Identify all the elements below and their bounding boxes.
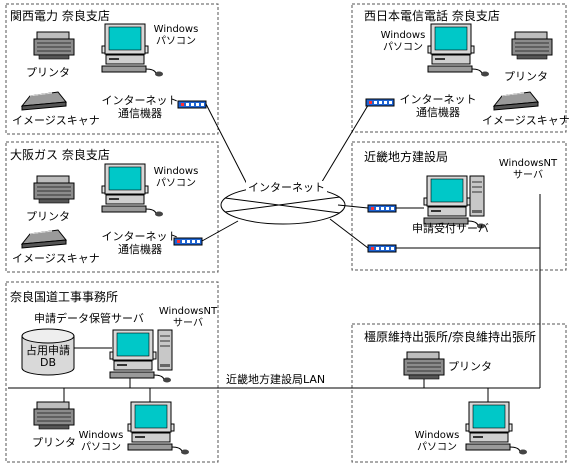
ntt-router-label-1: インターネット <box>399 93 477 106</box>
kepco-pc-label-2: パソコン <box>156 36 196 47</box>
nara-server-label-2: サーバ <box>173 318 203 329</box>
nara-storage-server-label: 申請データ保管サーバ <box>34 312 144 325</box>
kinki-router-icon-2 <box>367 244 397 253</box>
kashihara-pc-label-1: Windows <box>414 430 460 441</box>
osaka-printer-label: プリンタ <box>26 210 70 223</box>
ntt-scanner-label: イメージスキャナ <box>482 114 570 127</box>
nara-pc-label-1: Windows <box>78 430 124 441</box>
osaka-site-title: 大阪ガス 奈良支店 <box>10 148 110 162</box>
site-box-osaka-gas <box>5 141 219 273</box>
osaka-pc-label-1: Windows <box>153 166 199 177</box>
kinki-site-title: 近畿地方建設局 <box>364 150 449 164</box>
osaka-printer-icon <box>33 175 75 204</box>
ntt-pc-label-2: パソコン <box>383 42 423 53</box>
site-box-nara-office <box>5 281 219 463</box>
ntt-router-icon <box>365 98 395 107</box>
kepco-site-title: 関西電力 奈良支店 <box>10 9 110 23</box>
osaka-router-label-2: 通信機器 <box>118 243 162 256</box>
nara-server-label-1: WindowsNT <box>158 306 218 317</box>
osaka-router-label-1: インターネット <box>101 230 179 243</box>
link-kinki-internet-2 <box>329 218 369 249</box>
kashihara-printer-icon <box>403 351 445 380</box>
nara-site-title: 奈良国道工事事務所 <box>10 290 119 304</box>
kepco-router-label-1: インターネット <box>101 94 179 107</box>
lan-label: 近畿地方建設局LAN <box>226 373 326 386</box>
kepco-printer-label: プリンタ <box>26 66 70 79</box>
ntt-router-label-2: 通信機器 <box>416 106 460 119</box>
db-label-1: 占用申請 <box>26 344 70 357</box>
ntt-scanner-icon <box>493 91 539 111</box>
ntt-printer-icon <box>511 31 553 60</box>
kepco-router-label-2: 通信機器 <box>118 107 162 120</box>
kashihara-printer-label: プリンタ <box>448 360 492 373</box>
kepco-pc-label-1: Windows <box>153 24 199 35</box>
kepco-scanner-icon <box>21 91 67 111</box>
kepco-router-icon <box>177 100 207 109</box>
ntt-pc-label-1: Windows <box>380 30 426 41</box>
link-kepco-internet <box>205 103 251 191</box>
nara-server-tower-icon <box>157 329 173 371</box>
link-kinki-internet-1 <box>337 204 369 209</box>
kinki-router-icon-1 <box>367 204 397 213</box>
kashihara-site-title: 橿原維持出張所/奈良維持出張所 <box>364 330 537 344</box>
kinki-server-label-1: WindowsNT <box>498 158 558 169</box>
nara-pc-icon <box>127 401 190 455</box>
kashihara-pc-label-2: パソコン <box>417 442 457 453</box>
osaka-scanner-icon <box>21 229 67 249</box>
kinki-server-tower-icon <box>469 175 485 217</box>
ntt-printer-label: プリンタ <box>504 70 548 83</box>
kashihara-pc-icon <box>465 401 528 455</box>
nara-printer-icon <box>33 401 75 430</box>
site-box-ntt <box>351 3 567 133</box>
db-label-2: DB <box>39 356 57 369</box>
link-osaka-internet <box>201 220 239 242</box>
ntt-site-title: 西日本電信電話 奈良支店 <box>364 9 500 23</box>
kepco-scanner-label: イメージスキャナ <box>12 114 100 127</box>
osaka-pc-label-2: パソコン <box>156 178 196 189</box>
osaka-scanner-label: イメージスキャナ <box>12 252 100 265</box>
db-icon <box>21 328 75 376</box>
internet-label: インターネット <box>246 181 327 194</box>
nara-printer-label: プリンタ <box>32 436 76 449</box>
kinki-reception-server-label: 申請受付サーバ <box>412 222 489 235</box>
link-ntt-internet <box>316 101 371 191</box>
ntt-pc-icon <box>427 23 490 77</box>
kepco-printer-icon <box>33 31 75 60</box>
kinki-server-label-2: サーバ <box>513 170 543 181</box>
site-box-kepco <box>5 3 219 135</box>
site-box-kashihara <box>351 323 567 463</box>
nara-pc-label-2: パソコン <box>81 442 121 453</box>
